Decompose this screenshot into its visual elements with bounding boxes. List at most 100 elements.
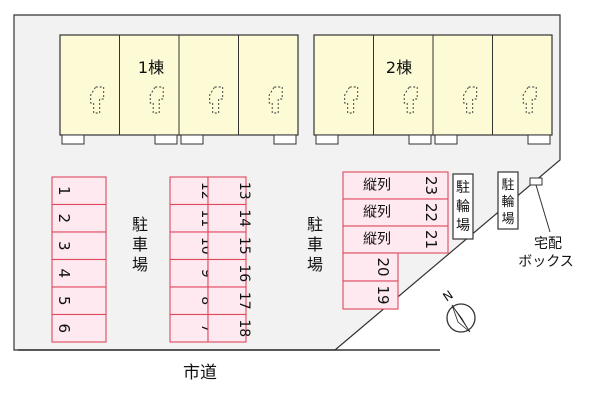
parking-space: 12 xyxy=(169,176,214,206)
parking-space: 18 xyxy=(207,313,252,343)
parking-space-box xyxy=(169,231,209,261)
parking-space: 20 xyxy=(342,252,399,282)
parking-space-box xyxy=(342,171,449,200)
parking-space-box xyxy=(207,286,247,316)
parking-space: 9 xyxy=(169,258,214,288)
parking-space-box xyxy=(342,252,399,282)
parking-space-box xyxy=(207,313,247,343)
bicycle-parking-2-char: 場 xyxy=(501,212,514,227)
parking-label-right-char: 車 xyxy=(307,235,323,254)
parking-space: 17 xyxy=(207,286,252,316)
parking-space-number: 13 xyxy=(236,182,252,200)
road-label: 市道 xyxy=(183,363,217,383)
parking-space-box xyxy=(342,198,449,227)
parking-space-number: 15 xyxy=(236,237,252,255)
parking-space-box xyxy=(51,176,107,206)
unit-stair-icon xyxy=(90,86,105,114)
delivery-box-label-line2: ボックス xyxy=(518,254,574,270)
compass: N xyxy=(440,288,476,333)
parking-space-number: 14 xyxy=(236,209,252,227)
parking-space-number: 2 xyxy=(55,213,73,223)
parking-space-box xyxy=(169,313,209,343)
parking-space: 3 xyxy=(51,231,107,261)
unit-stair-icon xyxy=(522,86,537,114)
parking-space: 19 xyxy=(342,280,399,310)
parking-space-box xyxy=(169,258,209,288)
bicycle-parking-2-char: 駐 xyxy=(501,178,514,193)
parking-space-box xyxy=(207,231,247,261)
building-1: 1棟 xyxy=(59,34,299,145)
compass-label: N xyxy=(440,288,455,305)
parking-space-box xyxy=(51,231,107,261)
building-label: 2棟 xyxy=(386,58,412,77)
parking-space: 16 xyxy=(207,258,252,288)
parking-space-number: 3 xyxy=(55,241,73,251)
parking-space: 1 xyxy=(51,176,107,206)
parking-space: 7 xyxy=(169,313,214,343)
parking-space: 15 xyxy=(207,231,252,261)
parking-label-right-char: 場 xyxy=(307,255,323,274)
delivery-box-marker xyxy=(529,177,543,186)
bicycle-parking-2-char: 輪 xyxy=(501,194,514,210)
unit-stair-icon xyxy=(463,86,478,114)
unit-stair-icon xyxy=(344,86,359,114)
parking-space: 8 xyxy=(169,286,214,316)
parking-space-number: 8 xyxy=(198,296,214,305)
parking-space-number: 23 xyxy=(422,176,440,195)
parking-space-number: 20 xyxy=(374,257,392,276)
parking-space-number: 4 xyxy=(55,268,73,278)
parking-space-number: 17 xyxy=(236,292,252,310)
parking-space: 2 xyxy=(51,203,107,233)
parking-space: 10 xyxy=(169,231,214,261)
parking-space: 11 xyxy=(169,203,214,233)
unit-stair-icon xyxy=(209,86,224,114)
parking-space: 4 xyxy=(51,258,107,288)
parking-label-left-char: 駐 xyxy=(132,215,148,234)
unit-balcony xyxy=(61,134,85,145)
parking-space-box xyxy=(51,286,107,316)
parking-space-box xyxy=(207,203,247,233)
parking-space: 14 xyxy=(207,203,252,233)
parking-space-number: 5 xyxy=(55,296,73,306)
parking-space-box xyxy=(342,280,399,310)
unit-balcony xyxy=(273,134,297,145)
unit-balcony xyxy=(154,134,178,145)
bicycle-parking-2: 駐 輪 場 xyxy=(497,171,519,230)
unit-balcony xyxy=(434,134,458,145)
compass-needle-tail-icon xyxy=(451,304,471,333)
building-2: 2棟 xyxy=(313,34,553,145)
parking-label-left: 駐 車 場 xyxy=(132,215,148,274)
parking-space-box xyxy=(51,203,107,233)
buildings: 1棟 2棟 xyxy=(59,34,553,145)
parking-space-box xyxy=(342,225,449,254)
delivery-box-leader xyxy=(535,184,551,233)
unit-balcony xyxy=(527,134,551,145)
parking-space-number: 7 xyxy=(198,324,214,333)
parking-space-number: 1 xyxy=(55,186,73,196)
building-label: 1棟 xyxy=(138,58,164,77)
bicycle-parking-1-char: 場 xyxy=(456,218,470,234)
parking-label-left-char: 場 xyxy=(132,255,148,274)
unit-balcony xyxy=(315,134,339,145)
parking-space-box xyxy=(51,313,107,343)
unit-stair-icon xyxy=(149,86,164,114)
unit-stair-icon xyxy=(403,86,418,114)
tandem-label: 縦列 xyxy=(363,205,391,221)
parking-label-left-char: 車 xyxy=(132,235,148,254)
parking-label-right: 駐 車 場 xyxy=(307,215,323,274)
tandem-label: 縦列 xyxy=(363,232,391,248)
parking-space-number: 16 xyxy=(236,264,252,282)
unit-balcony xyxy=(180,134,204,145)
parking-space: 13 xyxy=(207,176,252,206)
bicycle-parking-2-box xyxy=(497,171,519,230)
delivery-box: 宅配 ボックス xyxy=(518,177,574,270)
parking-space-number: 18 xyxy=(236,319,252,337)
bicycle-parking-1: 駐 輪 場 xyxy=(452,173,474,240)
